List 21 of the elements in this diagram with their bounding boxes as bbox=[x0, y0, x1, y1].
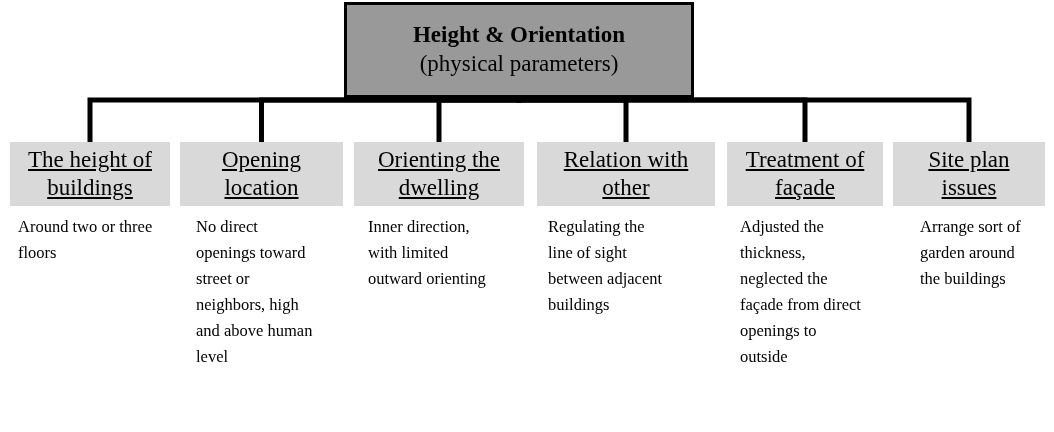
category-box bbox=[354, 142, 524, 206]
category-box bbox=[180, 142, 343, 206]
title-box bbox=[344, 2, 694, 98]
description-text: Regulating the line of sight between adjacent buildings bbox=[548, 216, 664, 316]
subheading: (physical parameters) bbox=[419, 50, 619, 78]
category-label: Treatment of façade bbox=[744, 146, 866, 202]
category-box bbox=[893, 142, 1045, 206]
heading: Height & Orientation bbox=[412, 21, 626, 50]
description-text: Adjusted the thickness, neglected the façade from direct openings to outside bbox=[740, 216, 862, 368]
category-label: Site plan issues bbox=[927, 146, 1011, 202]
description-text: Inner direction, with limited outward orienting bbox=[368, 216, 487, 290]
category-label: Orienting the dwelling bbox=[377, 146, 501, 202]
description-text: Around two or three floors bbox=[18, 216, 154, 264]
description-text: Arrange sort of garden around the buildings bbox=[920, 216, 1022, 290]
category-label: Relation with other bbox=[562, 146, 690, 202]
category-box bbox=[10, 142, 170, 206]
category-label: Opening location bbox=[220, 146, 303, 202]
category-box bbox=[727, 142, 883, 206]
description-text: No direct openings toward street or neighbors, high and above human level bbox=[196, 216, 314, 368]
category-box bbox=[537, 142, 715, 206]
category-label: The height of buildings bbox=[27, 146, 153, 202]
